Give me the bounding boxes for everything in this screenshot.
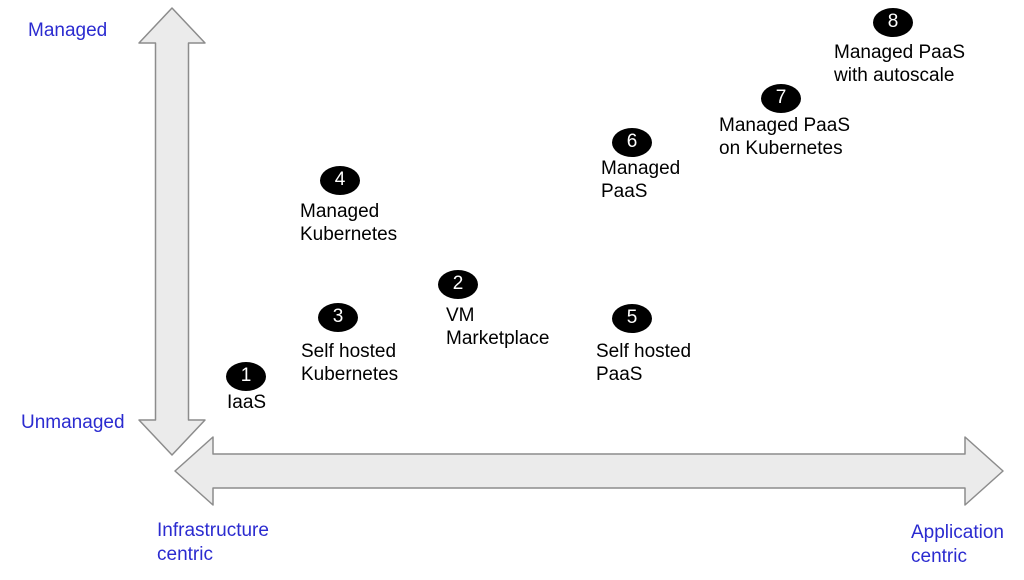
axis-label-application-centric: Application centric	[911, 522, 1004, 567]
node-marker-6: 6	[612, 127, 652, 157]
node-number: 7	[775, 87, 787, 108]
node-marker-8: 8	[873, 7, 913, 37]
node-label-1: IaaS	[227, 392, 267, 413]
node-number: 1	[240, 365, 252, 386]
node-marker-5: 5	[612, 303, 652, 333]
node-number: 6	[626, 131, 638, 152]
node-marker-4: 4	[320, 165, 360, 195]
axis-label-infrastructure-centric: Infrastructure centric	[157, 520, 269, 565]
node-label-3: Self hosted Kubernetes	[301, 341, 399, 385]
node-number: 2	[452, 273, 464, 294]
node-number: 5	[626, 307, 638, 328]
axis-label-unmanaged: Unmanaged	[21, 412, 125, 433]
node-label-8: Managed PaaS with autoscale	[834, 42, 965, 86]
node-label-6: Managed PaaS	[601, 158, 681, 202]
horizontal-double-arrow-icon	[174, 436, 1004, 506]
node-label-4: Managed Kubernetes	[300, 201, 398, 245]
node-number: 3	[332, 306, 344, 327]
node-marker-3: 3	[318, 302, 358, 332]
node-label-5: Self hosted PaaS	[596, 341, 692, 385]
vertical-double-arrow-icon	[138, 7, 206, 456]
node-number: 8	[887, 11, 899, 32]
node-marker-1: 1	[226, 361, 266, 391]
node-label-2: VM Marketplace	[446, 305, 550, 349]
node-marker-2: 2	[438, 269, 478, 299]
node-marker-7: 7	[761, 83, 801, 113]
node-label-7: Managed PaaS on Kubernetes	[719, 115, 850, 159]
axis-label-managed: Managed	[28, 20, 108, 41]
node-number: 4	[334, 169, 346, 190]
